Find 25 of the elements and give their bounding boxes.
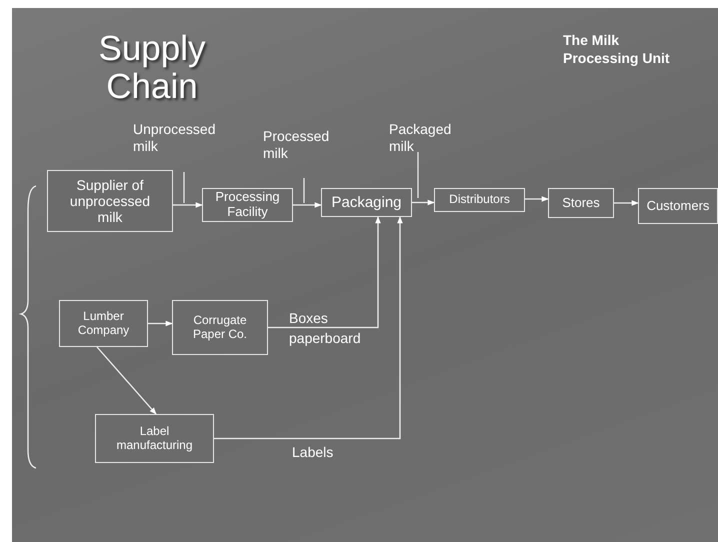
process-box: Supplier of unprocessed milk <box>47 170 173 232</box>
edge-label: Boxes paperboard <box>289 309 362 348</box>
arrow <box>214 216 403 440</box>
arrow <box>614 200 639 206</box>
arrow <box>293 202 322 208</box>
edge-label: Unprocessed milk <box>133 121 216 155</box>
process-box: Processing Facility <box>202 188 293 222</box>
process-box: Distributors <box>434 188 525 212</box>
arrow <box>412 200 435 206</box>
arrow <box>268 216 381 328</box>
arrow <box>96 346 156 415</box>
process-box: Label manufacturing <box>95 414 214 463</box>
edge-label: Processed milk <box>263 128 330 162</box>
edge-label: Labels <box>292 444 334 461</box>
process-box: Stores <box>548 188 614 218</box>
arrow <box>173 202 203 208</box>
process-box: Lumber Company <box>59 300 148 347</box>
heading-label: The Milk Processing Unit <box>563 32 671 67</box>
arrow <box>148 320 173 326</box>
slide-title: Supply Chain <box>97 30 207 106</box>
arrow <box>525 196 549 202</box>
process-box: Corrugate Paper Co. <box>172 300 268 355</box>
process-box: Packaging <box>321 188 412 217</box>
process-box: Customers <box>638 188 718 224</box>
edge-label: Packaged milk <box>389 121 452 155</box>
